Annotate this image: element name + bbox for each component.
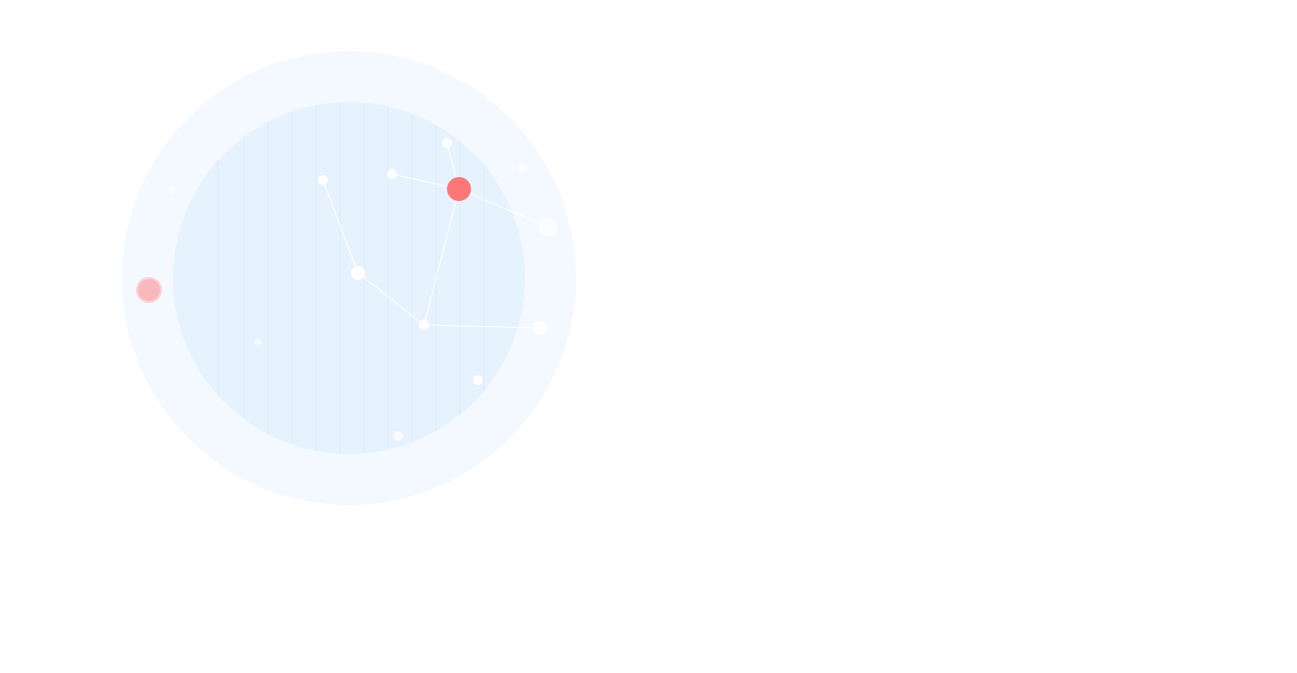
network-node bbox=[518, 163, 528, 173]
network-node bbox=[254, 338, 262, 346]
network-nodes bbox=[168, 138, 557, 441]
network-node bbox=[168, 186, 176, 194]
network-node bbox=[473, 375, 483, 385]
network-edges bbox=[322, 142, 549, 329]
network-node bbox=[318, 175, 328, 185]
inner-disc bbox=[173, 102, 525, 454]
faded-highlight-node bbox=[136, 277, 162, 303]
network-node bbox=[351, 266, 365, 280]
network-node bbox=[539, 218, 557, 236]
network-node bbox=[387, 169, 397, 179]
network-node bbox=[442, 138, 452, 148]
network-node bbox=[419, 320, 429, 330]
highlight-node bbox=[447, 177, 471, 201]
network-node bbox=[393, 431, 403, 441]
network-node bbox=[533, 321, 547, 335]
